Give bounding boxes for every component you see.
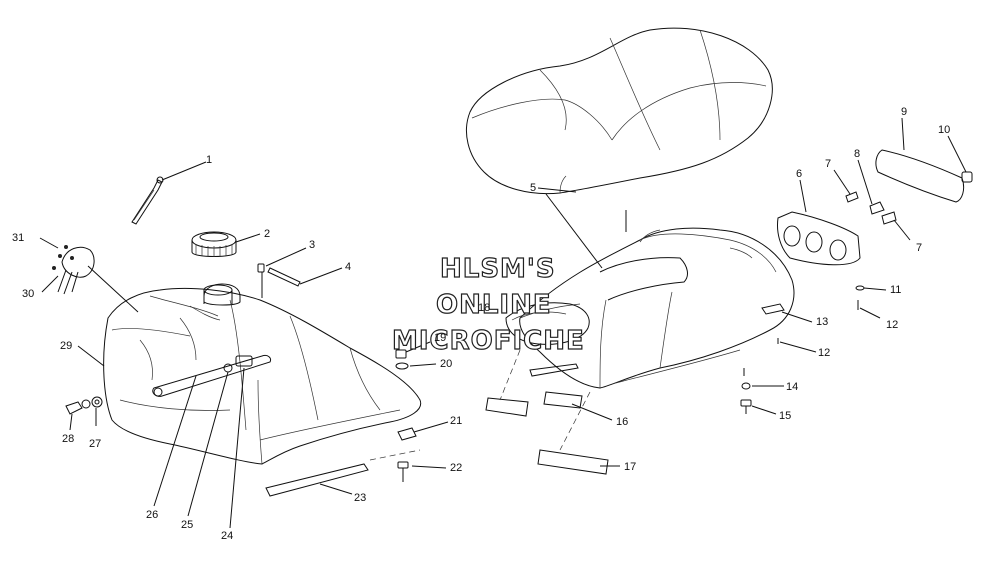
callout-20: 20 (440, 358, 453, 370)
vent-hose (131, 176, 164, 225)
callout-19: 19 (434, 332, 447, 344)
callout-9: 9 (901, 106, 908, 118)
callout-17: 17 (624, 461, 637, 473)
velcro-strips (485, 391, 609, 475)
callout-30: 30 (22, 288, 35, 300)
strap-buckle (223, 355, 253, 373)
callout-3: 3 (309, 239, 316, 251)
callout-12-left: 12 (818, 347, 831, 359)
seat-cushion (466, 27, 773, 195)
vent-fitting (257, 263, 265, 298)
callout-29: 29 (60, 340, 73, 352)
fasteners-right (740, 285, 865, 414)
taillight-lens (875, 149, 965, 203)
callout-4: 4 (345, 261, 352, 273)
callout-8: 8 (854, 148, 861, 160)
lens-screw (961, 171, 973, 183)
callout-10: 10 (938, 124, 951, 136)
nut-washer (395, 349, 409, 370)
bulb (845, 191, 897, 225)
callout-15: 15 (779, 410, 792, 422)
callout-16: 16 (616, 416, 629, 428)
callout-25: 25 (181, 519, 194, 531)
callout-23: 23 (354, 492, 367, 504)
bolt (397, 461, 409, 482)
fuel-pickup (52, 245, 95, 295)
seat-base (505, 227, 795, 389)
fuel-tank (103, 283, 422, 465)
callout-7-top: 7 (825, 158, 832, 170)
callout-2: 2 (264, 228, 271, 240)
callout-21: 21 (450, 415, 463, 427)
callout-13: 13 (816, 316, 829, 328)
callout-18: 18 (478, 302, 491, 314)
callout-22: 22 (450, 462, 463, 474)
drain-fitting (65, 396, 103, 415)
foam-strip (267, 267, 301, 287)
callout-6: 6 (796, 168, 803, 180)
filler-neck (203, 284, 233, 304)
gas-cap (191, 231, 237, 257)
seat-strap (529, 363, 579, 377)
watermark-line-3: MICROFICHE (391, 325, 585, 356)
construction-lines (369, 349, 591, 461)
callout-26: 26 (146, 509, 159, 521)
taillight-housing (777, 211, 861, 266)
callout-5: 5 (530, 182, 537, 194)
callout-31: 31 (12, 232, 25, 244)
watermark-line-2: ONLINE (435, 289, 552, 320)
tank-strap (152, 355, 271, 397)
callout-27: 27 (89, 438, 102, 450)
callout-24: 24 (221, 530, 234, 542)
callout-12-right: 12 (886, 319, 899, 331)
callout-7-bottom: 7 (916, 242, 923, 254)
callout-28: 28 (62, 433, 75, 445)
callout-14: 14 (786, 381, 799, 393)
callout-11: 11 (890, 284, 902, 296)
mount-strip (265, 463, 369, 497)
callout-1: 1 (206, 154, 213, 166)
tank-clip (397, 427, 417, 441)
leader-lines (39, 117, 967, 529)
watermark-line-1: HLSM'S (439, 253, 556, 284)
